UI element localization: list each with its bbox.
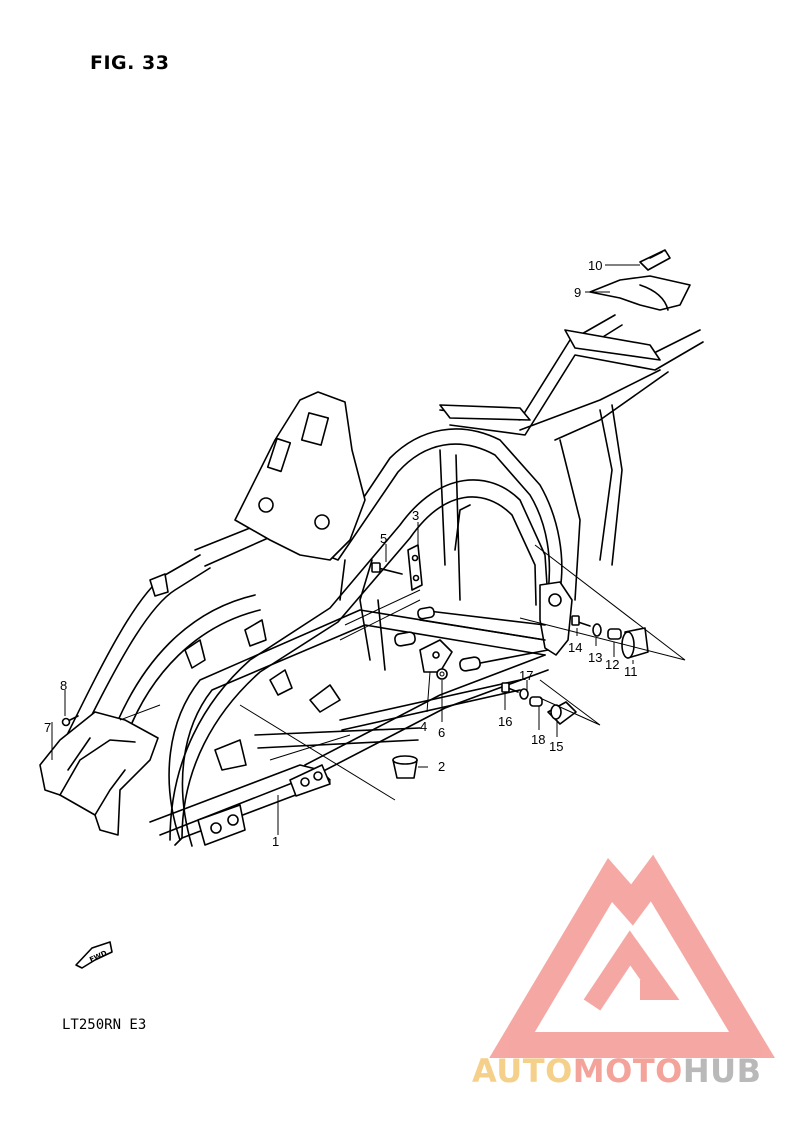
callout-16: 16 [498,714,512,729]
callout-18: 18 [531,732,545,747]
washer-part-13 [592,623,602,637]
callout-7: 7 [44,720,51,735]
main-frame [51,314,704,847]
watermark-text: AUTOMOTOHUB [472,1052,762,1090]
seat-clip-part [639,249,671,271]
callout-4: 4 [420,719,427,734]
model-code: LT250RN E3 [62,1017,147,1033]
callout-13: 13 [588,650,602,665]
callout-3: 3 [412,508,419,523]
bush-part [392,755,418,779]
front-skid-plate [39,711,159,836]
callout-5: 5 [380,531,387,546]
callout-numbers: 1 2 3 4 5 6 7 8 9 10 11 12 13 14 15 16 1… [44,258,638,849]
callout-10: 10 [588,258,602,273]
cushion-part-15 [547,701,577,725]
watermark-logo [489,854,775,1058]
watermark-moto: MOTO [572,1052,683,1090]
spacer-part-18 [529,696,543,707]
callout-2: 2 [438,759,445,774]
watermark-hub: HUB [682,1052,762,1090]
seat-cushion-part [589,275,691,311]
callout-14: 14 [568,640,582,655]
callout-8: 8 [60,678,67,693]
callout-12: 12 [605,657,619,672]
callout-1: 1 [272,834,279,849]
figure-title: FIG. 33 [90,52,170,74]
callout-6: 6 [438,725,445,740]
leader-lines [51,264,686,835]
rear-cushion-part [621,627,649,659]
bolt-part-8 [61,715,79,727]
washer-part-17 [519,688,529,700]
callout-15: 15 [549,739,563,754]
bolt-part-14 [571,615,591,627]
callout-9: 9 [574,285,581,300]
spacer-part-12 [607,628,622,640]
watermark-auto: AUTO [472,1052,573,1090]
bolt-part-5 [371,562,403,575]
callout-11: 11 [624,664,638,679]
nut-part-6 [436,668,448,680]
fwd-arrow-icon: FWD [75,941,113,969]
bolt-part-16 [501,682,519,693]
bracket-part [407,544,423,591]
mount-bracket-part [419,639,453,673]
callout-17: 17 [519,668,533,683]
